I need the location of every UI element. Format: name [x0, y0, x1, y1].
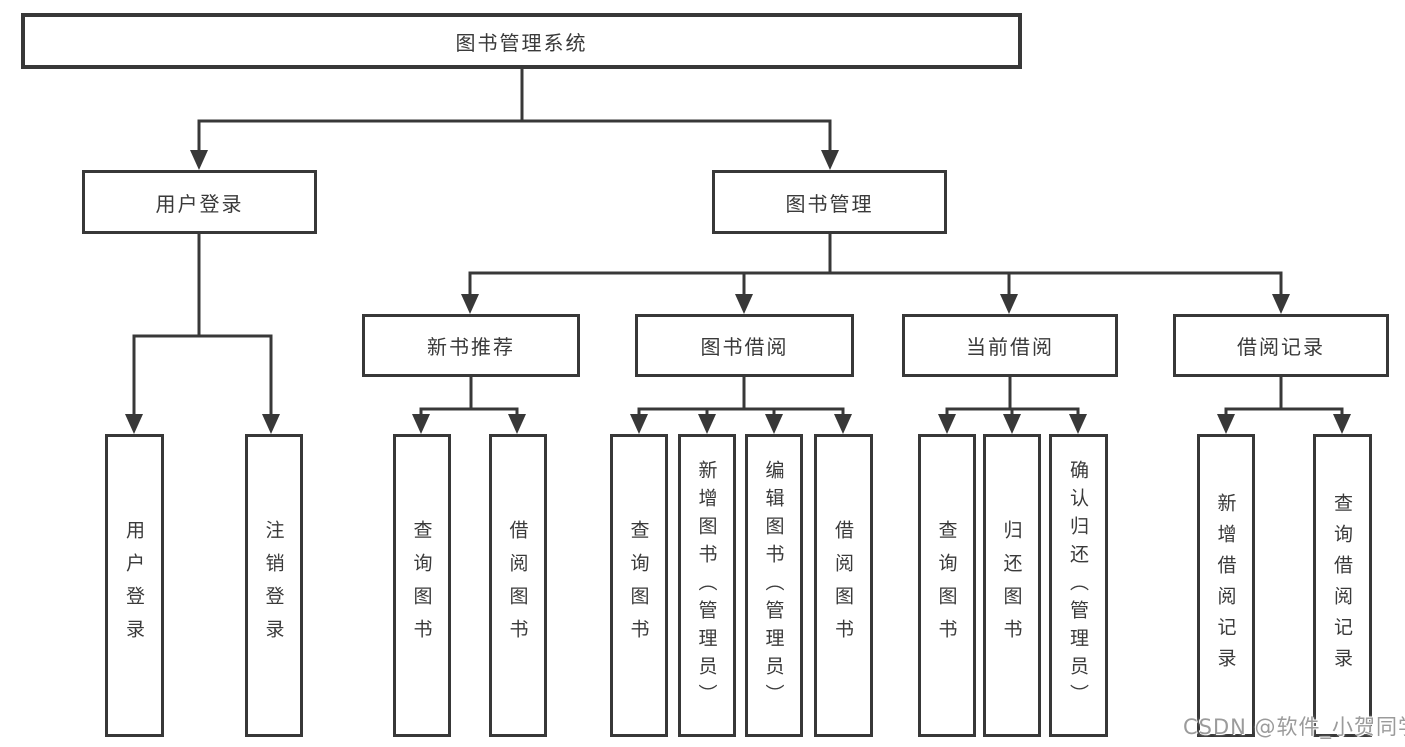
node-book-management: 图书管理 [712, 170, 947, 234]
node-label: 注销登录 [262, 519, 285, 652]
node-label: 新增借阅记录 [1214, 492, 1237, 679]
leaf-add-borrow-record: 新增借阅记录 [1197, 434, 1255, 737]
node-label: 查询图书 [935, 519, 958, 652]
node-label: 借阅图书 [832, 519, 854, 652]
leaf-add-books-admin: 新增图书（管理员） [678, 434, 736, 737]
node-label: 用户登录 [155, 191, 244, 216]
leaf-user-login: 用户登录 [105, 434, 164, 737]
node-label: 借阅记录 [1237, 335, 1325, 359]
node-label: 新增图书（管理员） [695, 459, 718, 712]
leaf-query-books-borrowing: 查询图书 [610, 434, 668, 737]
node-label: 用户登录 [123, 519, 145, 652]
node-label: 借阅图书 [506, 519, 529, 652]
leaf-confirm-return-admin: 确认归还（管理员） [1049, 434, 1108, 737]
node-label: 归还图书 [1000, 519, 1023, 652]
node-current-borrowing: 当前借阅 [902, 314, 1118, 377]
leaf-edit-books-admin: 编辑图书（管理员） [745, 434, 803, 737]
node-library-management-system: 图书管理系统 [21, 13, 1022, 69]
node-label: 查询图书 [410, 519, 433, 652]
node-label: 新书推荐 [427, 335, 515, 359]
node-borrow-records: 借阅记录 [1173, 314, 1389, 377]
leaf-return-books: 归还图书 [983, 434, 1041, 737]
leaf-logout: 注销登录 [245, 434, 303, 737]
node-book-borrowing: 图书借阅 [635, 314, 854, 377]
leaf-query-books-current: 查询图书 [918, 434, 976, 737]
node-label: 图书管理 [785, 191, 874, 216]
node-label: 确认归还（管理员） [1067, 459, 1089, 712]
leaf-borrow-books-borrowing: 借阅图书 [814, 434, 873, 737]
node-label: 图书借阅 [700, 335, 789, 359]
node-label: 图书管理系统 [455, 30, 588, 55]
node-user-login: 用户登录 [82, 170, 317, 234]
node-label: 查询借阅记录 [1331, 492, 1353, 679]
node-new-book-recommend: 新书推荐 [362, 314, 580, 377]
leaf-query-borrow-record: 查询借阅记录 [1313, 434, 1372, 737]
leaf-borrow-books-newbook: 借阅图书 [489, 434, 547, 737]
node-label: 编辑图书（管理员） [762, 459, 785, 712]
leaf-query-books-newbook: 查询图书 [393, 434, 451, 737]
node-label: 查询图书 [627, 519, 650, 652]
csdn-watermark: CSDN @软件_小贺同学 [1183, 715, 1405, 739]
node-label: 当前借阅 [966, 335, 1054, 359]
